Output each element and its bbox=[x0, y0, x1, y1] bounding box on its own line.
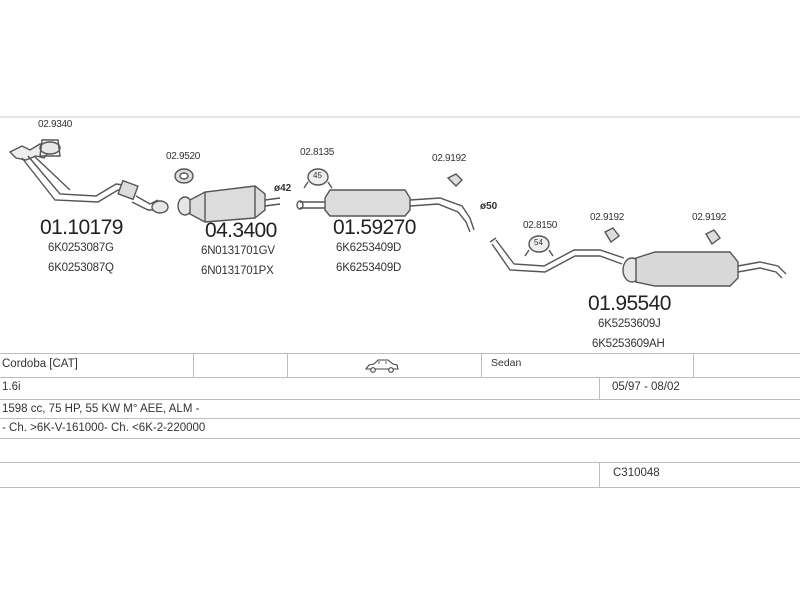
ref-label: 02.8135 bbox=[300, 147, 335, 158]
ref-label: 02.9192 bbox=[432, 153, 467, 164]
clamp-size-label: 45 bbox=[313, 171, 322, 180]
table-rule bbox=[599, 377, 600, 399]
model-cell: Cordoba [CAT] bbox=[2, 358, 78, 370]
rear-pipe bbox=[489, 237, 625, 273]
table-rule bbox=[0, 462, 800, 463]
catalytic-converter bbox=[177, 185, 281, 223]
ref-label: 02.8150 bbox=[523, 220, 558, 231]
component-code: 6K5253609AH bbox=[592, 338, 665, 350]
ref-label: 02.9192 bbox=[590, 212, 625, 223]
body-type-cell: Sedan bbox=[491, 357, 522, 369]
table-rule bbox=[193, 353, 194, 377]
table-rule bbox=[0, 487, 800, 488]
table-rule bbox=[0, 353, 800, 354]
rear-silencer bbox=[622, 251, 787, 287]
ref-label: 02.9192 bbox=[692, 212, 727, 223]
component-code: 6K5253609J bbox=[598, 318, 661, 330]
ref-label: 02.9340 bbox=[38, 119, 73, 130]
table-rule bbox=[693, 353, 694, 377]
clamp-02-8150 bbox=[524, 235, 554, 257]
table-rule bbox=[0, 418, 800, 419]
manifold-pipe bbox=[8, 143, 169, 214]
table-rule bbox=[287, 353, 288, 377]
component-number: 01.95540 bbox=[588, 292, 671, 315]
table-rule bbox=[0, 377, 800, 378]
engine-cell: 1.6i bbox=[2, 381, 21, 393]
component-code: 6K0253087Q bbox=[48, 262, 114, 274]
hanger-02-9192-a bbox=[446, 173, 463, 187]
table-rule bbox=[0, 399, 800, 400]
hanger-02-9192-c bbox=[705, 229, 721, 246]
gasket-02-9520 bbox=[174, 168, 194, 184]
period-cell: 05/97 - 08/02 bbox=[612, 381, 680, 393]
gasket-02-9340 bbox=[39, 139, 61, 157]
pipe-diameter-label: ø50 bbox=[480, 201, 498, 212]
table-rule bbox=[0, 438, 800, 439]
component-code: 6K6253409D bbox=[336, 242, 402, 254]
component-number: 04.3400 bbox=[205, 219, 277, 242]
component-number: 01.10179 bbox=[40, 216, 123, 239]
front-pipe bbox=[296, 200, 325, 210]
middle-silencer bbox=[324, 189, 475, 233]
clamp-size-label: 54 bbox=[534, 238, 543, 247]
chassis-cell: - Ch. >6K-V-161000- Ch. <6K-2-220000 bbox=[2, 422, 206, 434]
component-code: 6N0131701PX bbox=[201, 265, 274, 277]
table-rule bbox=[481, 353, 482, 377]
sedan-car-icon bbox=[364, 358, 400, 374]
catalog-number-cell: C310048 bbox=[613, 467, 660, 479]
hanger-02-9192-b bbox=[604, 227, 620, 244]
clamp-02-8135 bbox=[303, 168, 333, 189]
component-code: 6K6253409D bbox=[336, 262, 402, 274]
ref-label: 02.9520 bbox=[166, 151, 201, 162]
pipe-diameter-label: ø42 bbox=[274, 183, 292, 194]
table-rule bbox=[599, 462, 600, 487]
component-code: 6K0253087G bbox=[48, 242, 114, 254]
component-code: 6N0131701GV bbox=[201, 245, 275, 257]
component-number: 01.59270 bbox=[333, 216, 416, 239]
spec-cell: 1598 cc, 75 HP, 55 KW M° AEE, ALM - bbox=[2, 403, 200, 415]
